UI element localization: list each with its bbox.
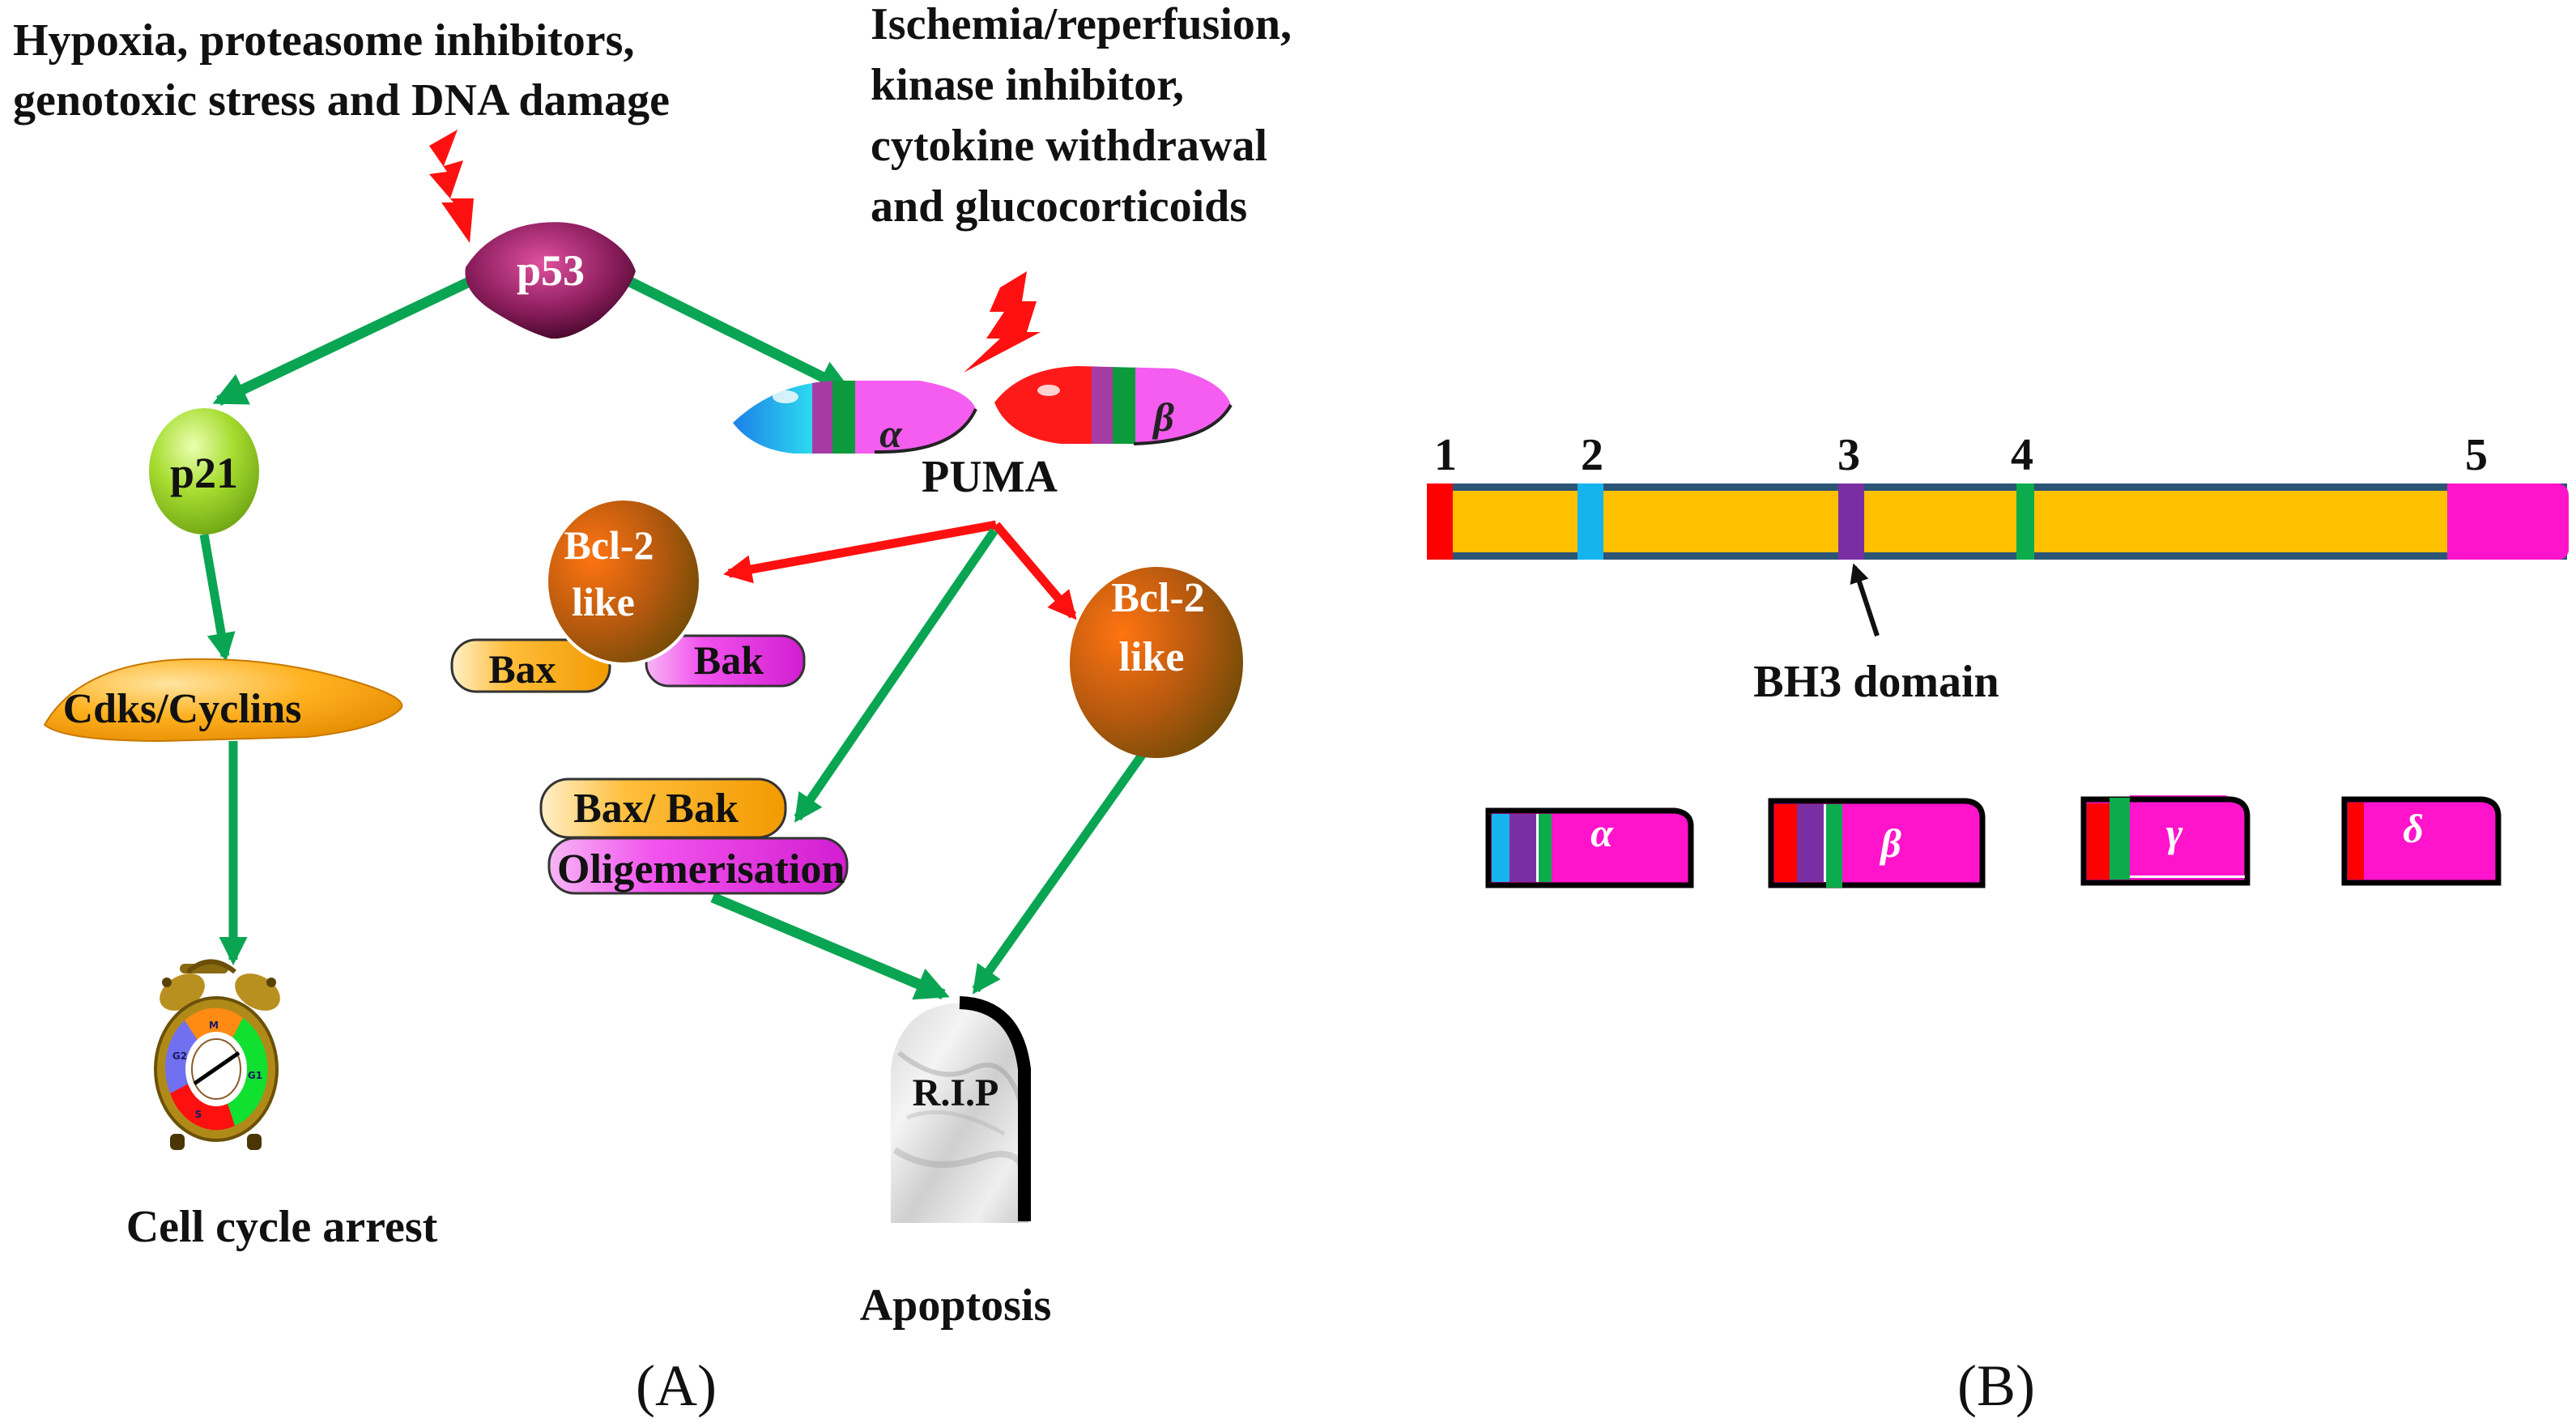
edge-p53-to-puma xyxy=(615,270,853,394)
edge-bcl2-to-apoptosis xyxy=(972,718,1170,995)
node-bcl2-like-right: Bcl-2 like xyxy=(1070,567,1243,758)
puma-label: PUMA xyxy=(922,452,1058,502)
bak-label: Bak xyxy=(694,637,764,683)
edge-puma-inhibits-bcl2-left xyxy=(723,520,997,584)
edge-puma-to-baxbak xyxy=(794,527,998,823)
clock-phase-m: M xyxy=(209,1020,219,1031)
isoform-alpha: α xyxy=(1485,807,1694,888)
clock-phase-g2: G2 xyxy=(172,1050,187,1062)
puma-beta-label: β xyxy=(1152,394,1174,440)
stimulus-right-line-3: cytokine withdrawal xyxy=(871,121,1267,171)
node-bax: Bax xyxy=(450,638,611,693)
oligemerisation-label: Oligemerisation xyxy=(557,846,845,892)
isoform-beta: β xyxy=(1768,798,1986,888)
bh3-domain-label: BH3 domain xyxy=(1753,657,1999,707)
stimulus-left-line-1: Hypoxia, proteasome inhibitors, xyxy=(13,15,634,66)
exon-number-2: 2 xyxy=(1581,430,1603,480)
exon-3 xyxy=(1838,483,1864,560)
isoform-delta: δ xyxy=(2341,796,2501,886)
rip-label: R.I.P xyxy=(913,1071,999,1114)
lightning-bolt-icon-p53 xyxy=(429,130,474,243)
cdks-cyclins-label: Cdks/Cyclins xyxy=(63,686,302,732)
node-puma-alpha: α xyxy=(733,381,977,456)
edge-oligo-to-apoptosis xyxy=(710,892,950,1000)
clock-phase-g1: G1 xyxy=(248,1070,262,1081)
panel-a: Hypoxia, proteasome inhibitors, genotoxi… xyxy=(13,0,1292,1418)
panel-b: 1 2 3 4 5 BH3 domain α β xyxy=(1427,430,2569,1418)
exon-number-3: 3 xyxy=(1837,430,1860,480)
exon-number-4: 4 xyxy=(2011,430,2033,480)
outcome-apoptosis: Apoptosis xyxy=(860,1280,1052,1331)
bax-label: Bax xyxy=(488,646,556,692)
node-baxbak-oligomerisation: Bax/ Bak Oligemerisation xyxy=(539,777,849,895)
isoform-gamma: γ xyxy=(2080,795,2250,886)
node-bcl2-like-left: Bcl-2 like xyxy=(545,497,702,666)
exon-number-1: 1 xyxy=(1434,430,1457,480)
baxbak-label: Bax/ Bak xyxy=(573,786,739,832)
bcl2-left-line-2: like xyxy=(572,579,635,624)
exon-2 xyxy=(1578,483,1603,560)
isoform-gamma-label: γ xyxy=(2166,810,2183,855)
puma-gene-structure xyxy=(1427,483,2569,560)
stimulus-right-line-4: and glucocorticoids xyxy=(871,181,1247,232)
bcl2-right-line-1: Bcl-2 xyxy=(1111,575,1205,621)
isoform-alpha-label: α xyxy=(1590,810,1614,855)
exon-4 xyxy=(2016,483,2034,560)
panel-b-label: (B) xyxy=(1957,1353,2035,1418)
edge-p21-to-cdks xyxy=(199,534,236,662)
edge-puma-inhibits-bcl2-right xyxy=(992,522,1077,620)
bcl2-left-line-1: Bcl-2 xyxy=(564,522,654,568)
panel-a-label: (A) xyxy=(636,1353,717,1418)
bh3-pointer-arrow xyxy=(1850,563,1880,637)
exon-1 xyxy=(1427,483,1453,560)
exon-number-5: 5 xyxy=(2465,430,2488,480)
node-p21: p21 xyxy=(149,408,259,535)
p21-label: p21 xyxy=(170,449,238,497)
tombstone-icon: R.I.P xyxy=(891,996,1031,1223)
stimulus-right-line-1: Ischemia/reperfusion, xyxy=(871,0,1292,49)
stimulus-left-line-2: genotoxic stress and DNA damage xyxy=(13,75,670,126)
clock-phase-s: S xyxy=(195,1109,202,1120)
puma-alpha-label: α xyxy=(879,411,903,456)
node-cdks-cyclins: Cdks/Cyclins xyxy=(43,658,403,743)
p53-label: p53 xyxy=(517,246,585,295)
isoform-beta-label: β xyxy=(1879,820,1901,866)
lightning-bolt-icon-puma xyxy=(964,271,1041,373)
outcome-cell-cycle-arrest: Cell cycle arrest xyxy=(126,1202,438,1252)
exon-5 xyxy=(2447,483,2569,560)
node-puma-beta: β xyxy=(994,366,1233,445)
stimulus-right-line-2: kinase inhibitor, xyxy=(871,60,1184,110)
isoform-delta-label: δ xyxy=(2403,806,2424,851)
node-p53: p53 xyxy=(465,222,636,339)
edge-p53-to-p21 xyxy=(212,272,482,406)
alarm-clock-icon: M G1 S G2 xyxy=(154,959,280,1150)
bcl2-right-line-2: like xyxy=(1119,634,1185,680)
